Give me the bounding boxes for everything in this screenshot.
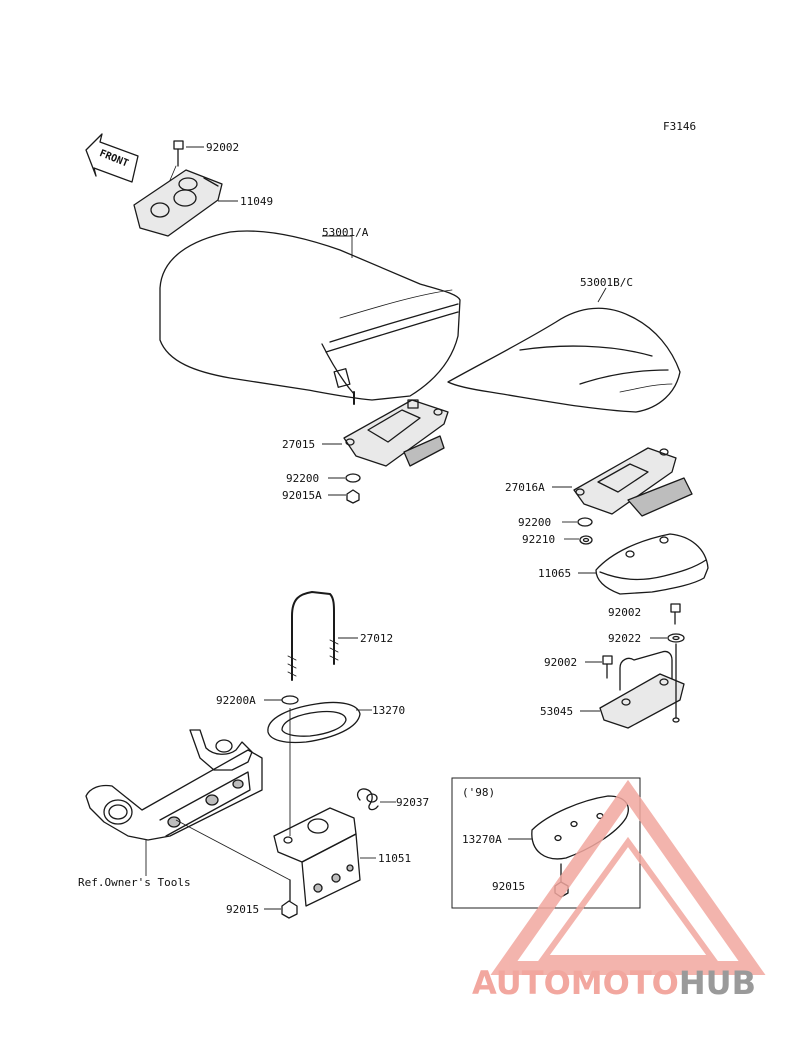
watermark-logo (490, 779, 766, 975)
label-92015: 92015 (226, 903, 259, 916)
bracket-11049-part (133, 169, 223, 237)
bracket-11051-part (273, 807, 361, 907)
inset-label: ('98) (462, 786, 495, 799)
label-11051: 11051 (378, 852, 411, 865)
washer-92210-part (579, 535, 593, 545)
watermark-text: AUTOMOTOHUB (472, 964, 756, 1002)
label-11049: 11049 (240, 195, 273, 208)
label-92002-rear: 92002 (608, 606, 641, 619)
figure-code: F3146 (663, 120, 696, 133)
washer-92200a-part (281, 695, 299, 705)
label-11065: 11065 (538, 567, 571, 580)
u-bolt-27012-part (287, 591, 339, 681)
watermark-text-part2: HUB (679, 964, 756, 1002)
clip-92037-part (356, 788, 379, 811)
front-arrow-icon: FRONT (85, 133, 139, 183)
cover-11065-part (595, 533, 709, 595)
label-53001bc: 53001B/C (580, 276, 633, 289)
label-92002-mount: 92002 (544, 656, 577, 669)
bolt-92002-rear-part (670, 603, 681, 625)
label-53001a: 53001/A (322, 226, 369, 239)
gasket-13270-part (267, 701, 361, 744)
plate-13270a-part (531, 795, 629, 860)
label-13270: 13270 (372, 704, 405, 717)
nut-92015a-part (346, 489, 360, 504)
label-92210: 92210 (522, 533, 555, 546)
bracket-27015-part (343, 391, 449, 467)
label-92015a: 92015A (282, 489, 322, 502)
label-92022: 92022 (608, 632, 641, 645)
ref-owners-tools-note: Ref.Owner's Tools (78, 876, 191, 889)
washer-92022-part (667, 633, 685, 643)
label-27016a: 27016A (505, 481, 545, 494)
front-seat-53001a-part (159, 230, 461, 401)
label-92200a: 92200A (216, 694, 256, 707)
watermark-text-part1: AUTOMOTO (472, 964, 679, 1002)
label-53045: 53045 (540, 705, 573, 718)
label-13270a: 13270A (462, 833, 502, 846)
label-92200-front: 92200 (286, 472, 319, 485)
label-27015: 27015 (282, 438, 315, 451)
bracket-27016a-part (573, 447, 693, 517)
label-92200-rear: 92200 (518, 516, 551, 529)
bolt-92002-mount-part (602, 655, 613, 679)
label-92015-inset: 92015 (492, 880, 525, 893)
bracket-53045-part (599, 643, 685, 729)
rear-seat-53001bc-part (447, 307, 681, 413)
label-92037: 92037 (396, 796, 429, 809)
label-92002-top: 92002 (206, 141, 239, 154)
tool-holder-bracket-part (85, 729, 291, 881)
washer-92200-rear-part (577, 517, 593, 527)
label-27012: 27012 (360, 632, 393, 645)
nut-92015-part (281, 879, 298, 919)
watermark-triangle-icon (490, 779, 766, 975)
washer-92200-front-part (345, 473, 361, 483)
